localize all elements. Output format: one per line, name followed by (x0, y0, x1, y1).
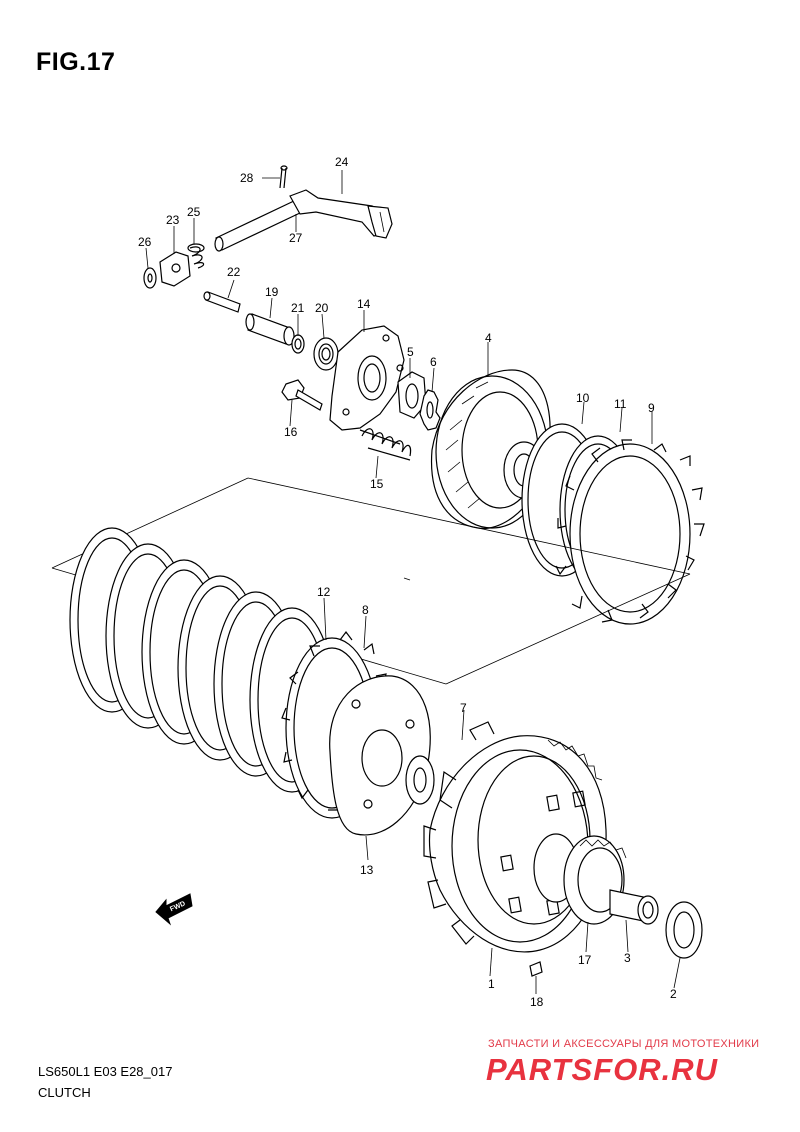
callout-22[interactable]: 22 (227, 265, 241, 279)
callout-21[interactable]: 21 (291, 301, 305, 315)
callout-15[interactable]: 15 (370, 477, 384, 491)
part-7-thrust-washer[interactable] (405, 755, 435, 805)
callout-24[interactable]: 24 (335, 155, 349, 169)
part-26-washer[interactable] (143, 267, 157, 289)
callout-23[interactable]: 23 (166, 213, 180, 227)
figure-title: FIG.17 (36, 48, 116, 76)
plate-pack-outline (51, 477, 691, 685)
part-2-washer[interactable] (665, 901, 703, 959)
callout-10[interactable]: 10 (576, 391, 590, 405)
section-name: CLUTCH (38, 1085, 91, 1100)
callout-18[interactable]: 18 (530, 995, 544, 1009)
callout-28[interactable]: 28 (240, 171, 254, 185)
part-13-pressure-disc[interactable] (329, 675, 431, 836)
callout-19[interactable]: 19 (265, 285, 279, 299)
fwd-arrow-icon: FWD (155, 893, 193, 926)
part-14-pressure-plate[interactable] (329, 325, 405, 431)
callout-20[interactable]: 20 (315, 301, 329, 315)
part-21-o-ring[interactable] (291, 334, 305, 354)
callout-17[interactable]: 17 (578, 953, 592, 967)
callout-4[interactable]: 4 (485, 331, 492, 345)
callout-13[interactable]: 13 (360, 863, 374, 877)
part-18-pin[interactable] (529, 961, 543, 977)
part-25-spring[interactable] (187, 243, 205, 269)
callout-8[interactable]: 8 (362, 603, 369, 617)
callout-3[interactable]: 3 (624, 951, 631, 965)
callout-12[interactable]: 12 (317, 585, 331, 599)
callout-2[interactable]: 2 (670, 987, 677, 1001)
callout-labels: 1 2 3 4 5 6 7 8 9 10 11 12 13 14 15 16 1… (138, 155, 677, 1009)
callout-9[interactable]: 9 (648, 401, 655, 415)
watermark-logo: PARTSFOR.RU (486, 1052, 719, 1087)
part-5-nut[interactable] (397, 371, 427, 419)
part-15-clutch-spring[interactable] (359, 428, 412, 461)
callout-14[interactable]: 14 (357, 297, 371, 311)
callout-25[interactable]: 25 (187, 205, 201, 219)
part-28-pin[interactable] (279, 165, 288, 189)
part-3-spacer[interactable] (609, 889, 659, 925)
part-16-bolt[interactable] (281, 379, 323, 411)
part-23-bracket[interactable] (159, 251, 191, 287)
leader-lines (145, 170, 681, 994)
callout-16[interactable]: 16 (284, 425, 298, 439)
part-17-bush[interactable] (563, 835, 627, 925)
diagram-code: LS650L1 E03 E28_017 (38, 1064, 173, 1079)
callout-6[interactable]: 6 (430, 355, 437, 369)
part-19-push-piece[interactable] (245, 313, 295, 346)
part-22-push-pin[interactable] (203, 291, 241, 313)
part-24-release-lever[interactable] (214, 189, 393, 252)
callout-5[interactable]: 5 (407, 345, 414, 359)
watermark-tagline: ЗАПЧАСТИ И АКСЕССУАРЫ ДЛЯ МОТОТЕХНИКИ (488, 1038, 760, 1050)
callout-26[interactable]: 26 (138, 235, 152, 249)
callout-11[interactable]: 11 (614, 397, 627, 411)
part-20-bearing[interactable] (313, 337, 339, 371)
callout-1[interactable]: 1 (488, 977, 495, 991)
callout-27[interactable]: 27 (289, 231, 303, 245)
callout-7[interactable]: 7 (460, 701, 467, 715)
part-9-drive-plate[interactable] (555, 439, 705, 625)
